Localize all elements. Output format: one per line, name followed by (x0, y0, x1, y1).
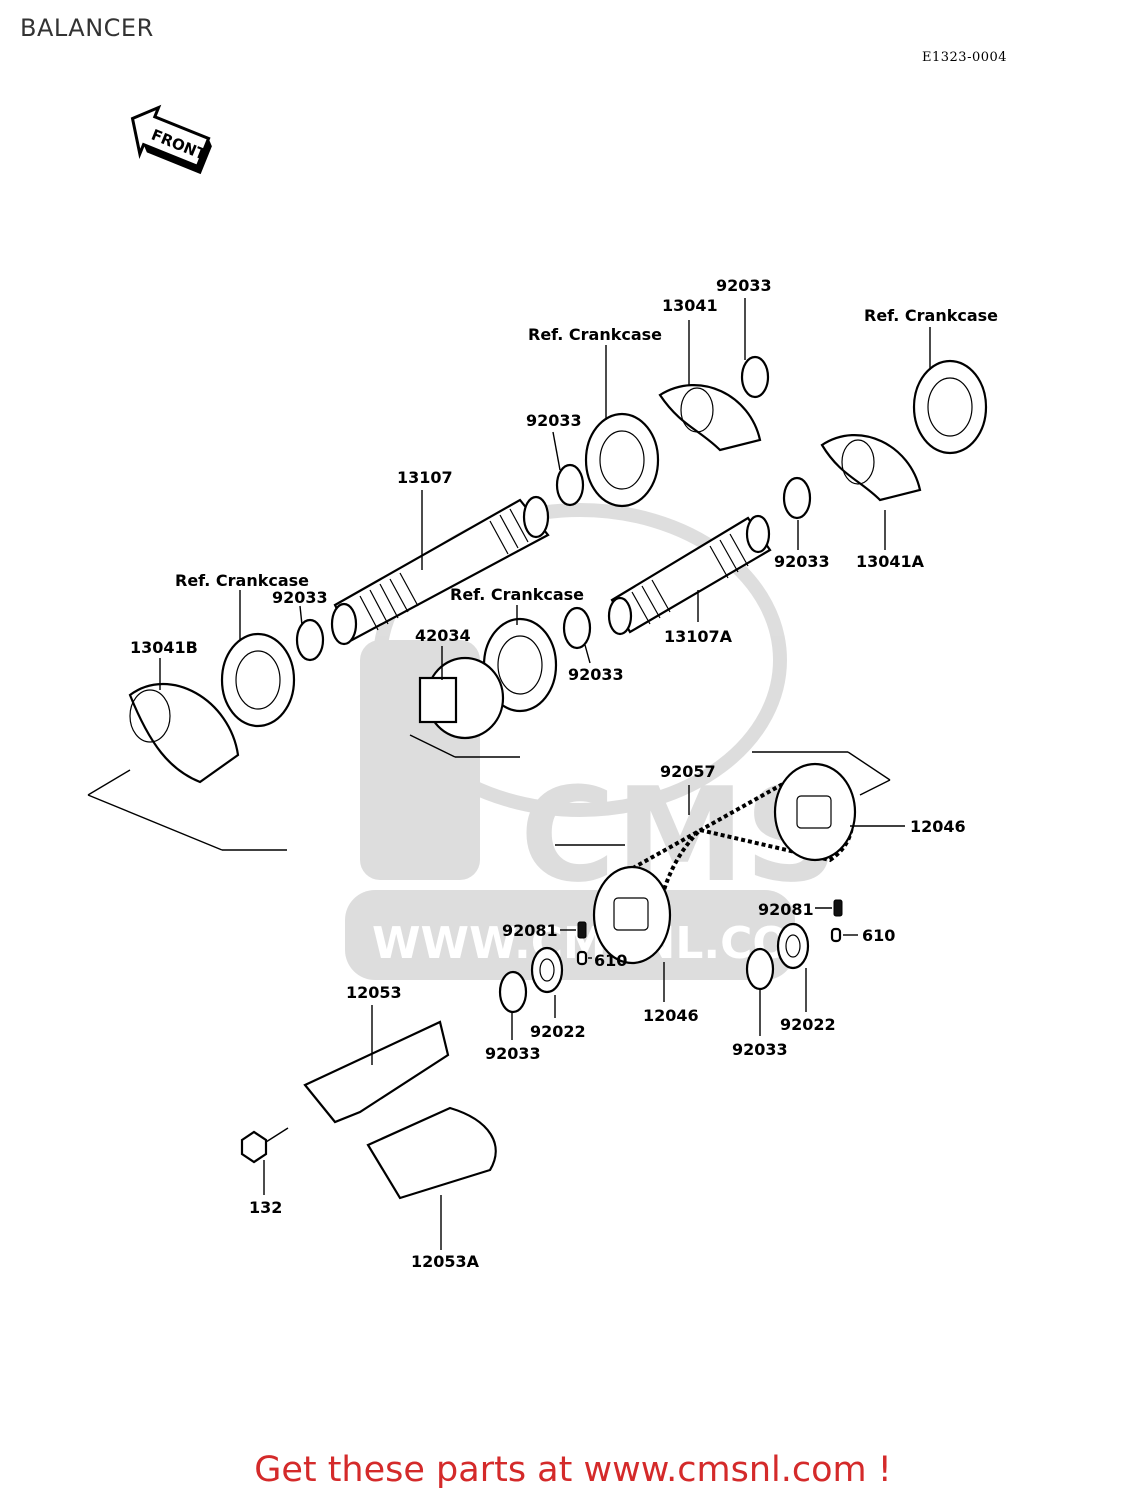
label-12046-left: 12046 (643, 1006, 699, 1025)
washer-92022-icons (530, 922, 810, 994)
label-12053A: 12053A (411, 1252, 480, 1271)
label-92022-right: 92022 (780, 1015, 836, 1034)
label-92022-left: 92022 (530, 1022, 586, 1041)
balancer-weight-13041 (658, 384, 762, 452)
label-ref-crankcase-left: Ref. Crankcase (175, 571, 309, 590)
bearing-ref-crankcase-right (912, 359, 988, 455)
label-92033-upper-left: 92033 (526, 411, 582, 430)
label-ref-crankcase-right: Ref. Crankcase (864, 306, 998, 325)
label-42034: 42034 (415, 626, 471, 645)
spring-92081-icons (577, 899, 843, 939)
balancer-shaft-13107 (330, 495, 550, 646)
label-92081-left: 92081 (502, 921, 558, 940)
label-92033-top: 92033 (716, 276, 772, 295)
label-92057: 92057 (660, 762, 716, 781)
label-ref-crankcase-upper: Ref. Crankcase (528, 325, 662, 344)
front-arrow-icon: FRONT (130, 104, 212, 175)
label-13107: 13107 (397, 468, 453, 487)
label-ref-crankcase-middle: Ref. Crankcase (450, 585, 584, 604)
bolt-132-icon (240, 1127, 289, 1164)
label-92033-right: 92033 (774, 552, 830, 571)
label-92033-left: 92033 (272, 588, 328, 607)
leader-lines (87, 298, 931, 1250)
label-12053: 12053 (346, 983, 402, 1002)
label-132: 132 (249, 1198, 282, 1217)
balancer-shaft-13107A (607, 514, 772, 636)
label-12046-right: 12046 (910, 817, 966, 836)
balancer-weight-13041A (820, 434, 922, 502)
drawing-code: E1323-0004 (922, 50, 1008, 65)
sprocket-12046-left (592, 865, 672, 965)
coupling-42034 (418, 656, 505, 740)
label-610-right: 610 (862, 926, 895, 945)
bearing-ref-crankcase-left (220, 632, 296, 728)
get-parts-link[interactable]: Get these parts at www.cmsnl.com ! (254, 1450, 892, 1490)
balancer-chain-92057 (603, 773, 855, 935)
label-92081-right: 92081 (758, 900, 814, 919)
label-13107A: 13107A (664, 627, 733, 646)
label-92033-lower-left: 92033 (485, 1044, 541, 1063)
sprocket-12046-right (773, 762, 857, 862)
chain-guide-12053A (366, 1106, 497, 1200)
label-92033-middle: 92033 (568, 665, 624, 684)
page-title: BALANCER (20, 14, 154, 42)
shim-92033-icons (295, 355, 812, 1014)
label-13041A: 13041A (856, 552, 925, 571)
label-92033-lower-right: 92033 (732, 1040, 788, 1059)
label-13041B: 13041B (130, 638, 198, 657)
label-610-left: 610 (594, 951, 627, 970)
part-labels: 13107 13107A 13041 13041A 13041B 42034 9… (130, 276, 998, 1271)
label-13041: 13041 (662, 296, 718, 315)
chain-guide-12053 (303, 1020, 450, 1124)
bearing-ref-crankcase-upper (584, 412, 660, 508)
balancer-weight-13041B (128, 683, 240, 784)
pin-610-icons (576, 927, 842, 966)
